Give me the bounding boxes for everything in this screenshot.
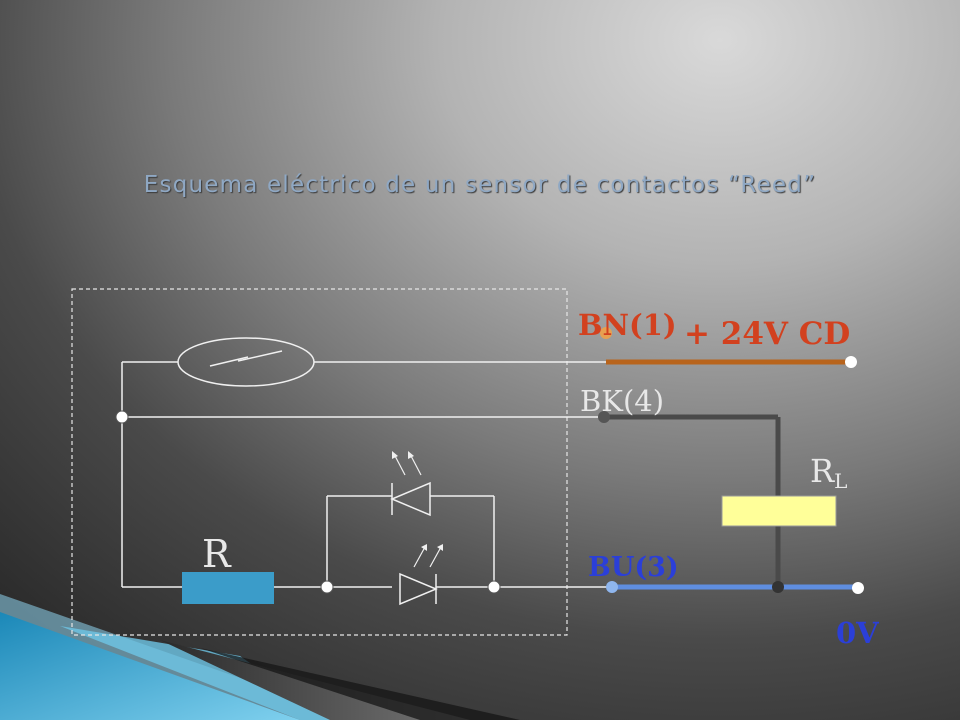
label-r: R	[202, 532, 231, 576]
label-rl: RL	[810, 452, 847, 493]
reed-switch-icon	[177, 337, 315, 387]
bu-terminal	[606, 581, 618, 593]
bk-terminal	[598, 411, 610, 423]
label-zero-volt: 0V	[836, 616, 879, 650]
label-rl-main: R	[810, 452, 835, 490]
label-bn: BN(1)	[578, 308, 677, 342]
led-upper-icon	[390, 451, 431, 517]
circuit-wires	[121, 361, 612, 588]
bn-terminal	[600, 327, 612, 339]
label-bu: BU(3)	[588, 552, 679, 583]
led-lower-icon	[399, 544, 443, 606]
supply-terminal-0v	[852, 582, 864, 594]
label-rl-sub: L	[834, 469, 848, 493]
junction-nodes	[115, 410, 501, 594]
slide-title: Esquema eléctrico de un sensor de contac…	[143, 172, 817, 198]
label-supply-voltage: + 24V CD	[684, 316, 851, 352]
resistor-r	[182, 572, 274, 604]
supply-terminal-24v	[845, 356, 857, 368]
load-resistor-rl	[721, 495, 837, 527]
sensor-enclosure-box	[71, 288, 568, 636]
load-junction	[772, 581, 784, 593]
label-bk: BK(4)	[580, 384, 665, 418]
